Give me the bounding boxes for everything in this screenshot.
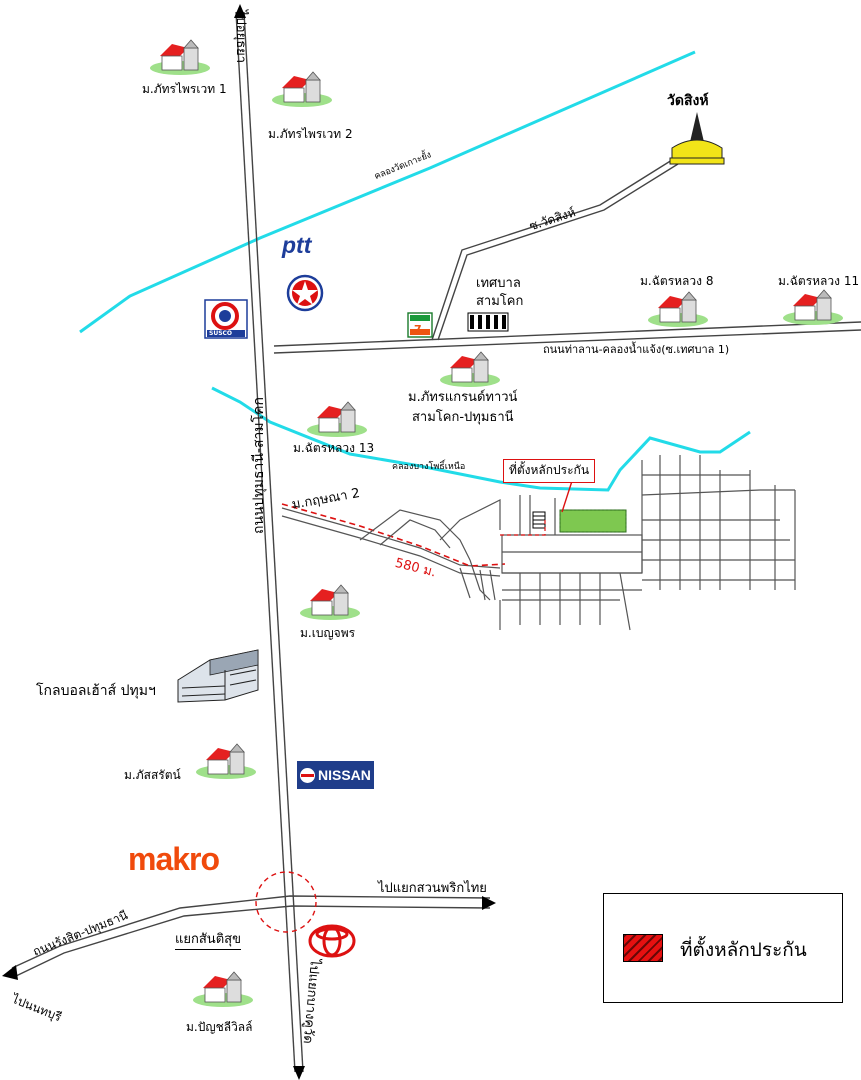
- municipality-label-1: เทศบาล: [476, 276, 521, 291]
- canal-lower-label: คลองบางโพธิ์เหนือ: [392, 462, 466, 472]
- susco-icon: [204, 299, 248, 339]
- toyota-icon: [308, 924, 356, 958]
- pin-leader: [561, 480, 573, 513]
- village-label: ม.ภัทรไพรเวท 2: [268, 127, 353, 141]
- village-label: ม.ฉัตรหลวง 8: [640, 274, 714, 288]
- legend-swatch: [623, 934, 663, 962]
- legend-label: ที่ตั้งหลักประกัน: [680, 939, 807, 961]
- village-label: ม.ฉัตรหลวง 11: [778, 274, 860, 288]
- seven-eleven-icon: 7: [407, 312, 433, 338]
- nissan-text: NISSAN: [318, 767, 371, 783]
- village-label: ม.ภัทรแกรนด์ทาวน์: [408, 390, 518, 405]
- building-icon: [177, 649, 259, 703]
- house-icon: [196, 743, 256, 779]
- subdivision-roads: [359, 499, 501, 601]
- arrow-south: [293, 1066, 305, 1080]
- krisana-road: [281, 507, 501, 577]
- intersection-label: แยกสันติสุข: [175, 928, 241, 950]
- house-icons: [150, 39, 843, 1007]
- canal-upper: [79, 50, 696, 334]
- direction-north-label: ไปอยุธยา: [233, 10, 248, 64]
- nissan-logo: NISSAN: [297, 761, 374, 789]
- house-icon: [272, 71, 332, 107]
- house-icon: [440, 351, 500, 387]
- direction-east-label: ไปแยกสวนพริกไทย: [378, 881, 487, 896]
- house-icon: [300, 584, 360, 620]
- susco-logo-text: SUSCO: [209, 330, 233, 337]
- canal-lower: [211, 386, 751, 492]
- distance-line: [281, 503, 506, 567]
- property-plot: [559, 509, 627, 533]
- svg-text:7: 7: [414, 323, 422, 336]
- municipality-label-2: สามโคก: [476, 294, 524, 309]
- main-road-label: ถนนปทุมธานี-สามโคก: [251, 397, 267, 534]
- global-house-label: โกลบอลเฮ้าส์ ปทุมฯ: [36, 683, 156, 699]
- village-label: ม.ฉัตรหลวง 13: [293, 441, 375, 455]
- temple-label: วัดสิงห์: [667, 93, 709, 109]
- house-icon: [193, 971, 253, 1007]
- house-icon: [648, 291, 708, 327]
- property-pin-label: ที่ตั้งหลักประกัน: [503, 459, 595, 483]
- property-pattern: [559, 509, 627, 533]
- arrow-east: [482, 896, 496, 910]
- thalan-road-label: ถนนท่าลาน-คลองน้ำแจ้ง(ซ.เทศบาล 1): [543, 343, 730, 356]
- thalan-road: [273, 321, 861, 354]
- property-boundary: [500, 520, 546, 536]
- village-label: ม.ภัทรไพรเวท 1: [142, 82, 227, 96]
- house-icon: [783, 289, 843, 325]
- ptt-logo: ptt: [282, 232, 312, 258]
- arrow-west: [2, 965, 18, 980]
- soi-wat-sing-road: [431, 159, 679, 341]
- subdivision-grid: [499, 455, 796, 631]
- main-road: [235, 11, 304, 1073]
- intersection-circle: [255, 871, 317, 933]
- municipality-building-icon: [467, 312, 509, 332]
- caltex-icon: [286, 274, 324, 312]
- legend: ที่ตั้งหลักประกัน: [603, 893, 843, 1003]
- house-icon: [307, 401, 367, 437]
- village-label: ม.เบญจพร: [300, 626, 356, 640]
- village-label: ม.ภัสสรัตน์: [124, 768, 181, 782]
- makro-logo: makro: [128, 841, 220, 877]
- arrow-north: [234, 4, 246, 18]
- village-label: สามโคก-ปทุมธานี: [412, 410, 514, 425]
- temple-icon: [669, 112, 725, 165]
- house-icon: [150, 39, 210, 75]
- nissan-emblem-icon: [300, 767, 315, 783]
- rangsit-road: [11, 895, 491, 977]
- village-label: ม.ปัญชลีวิลล์: [186, 1020, 253, 1034]
